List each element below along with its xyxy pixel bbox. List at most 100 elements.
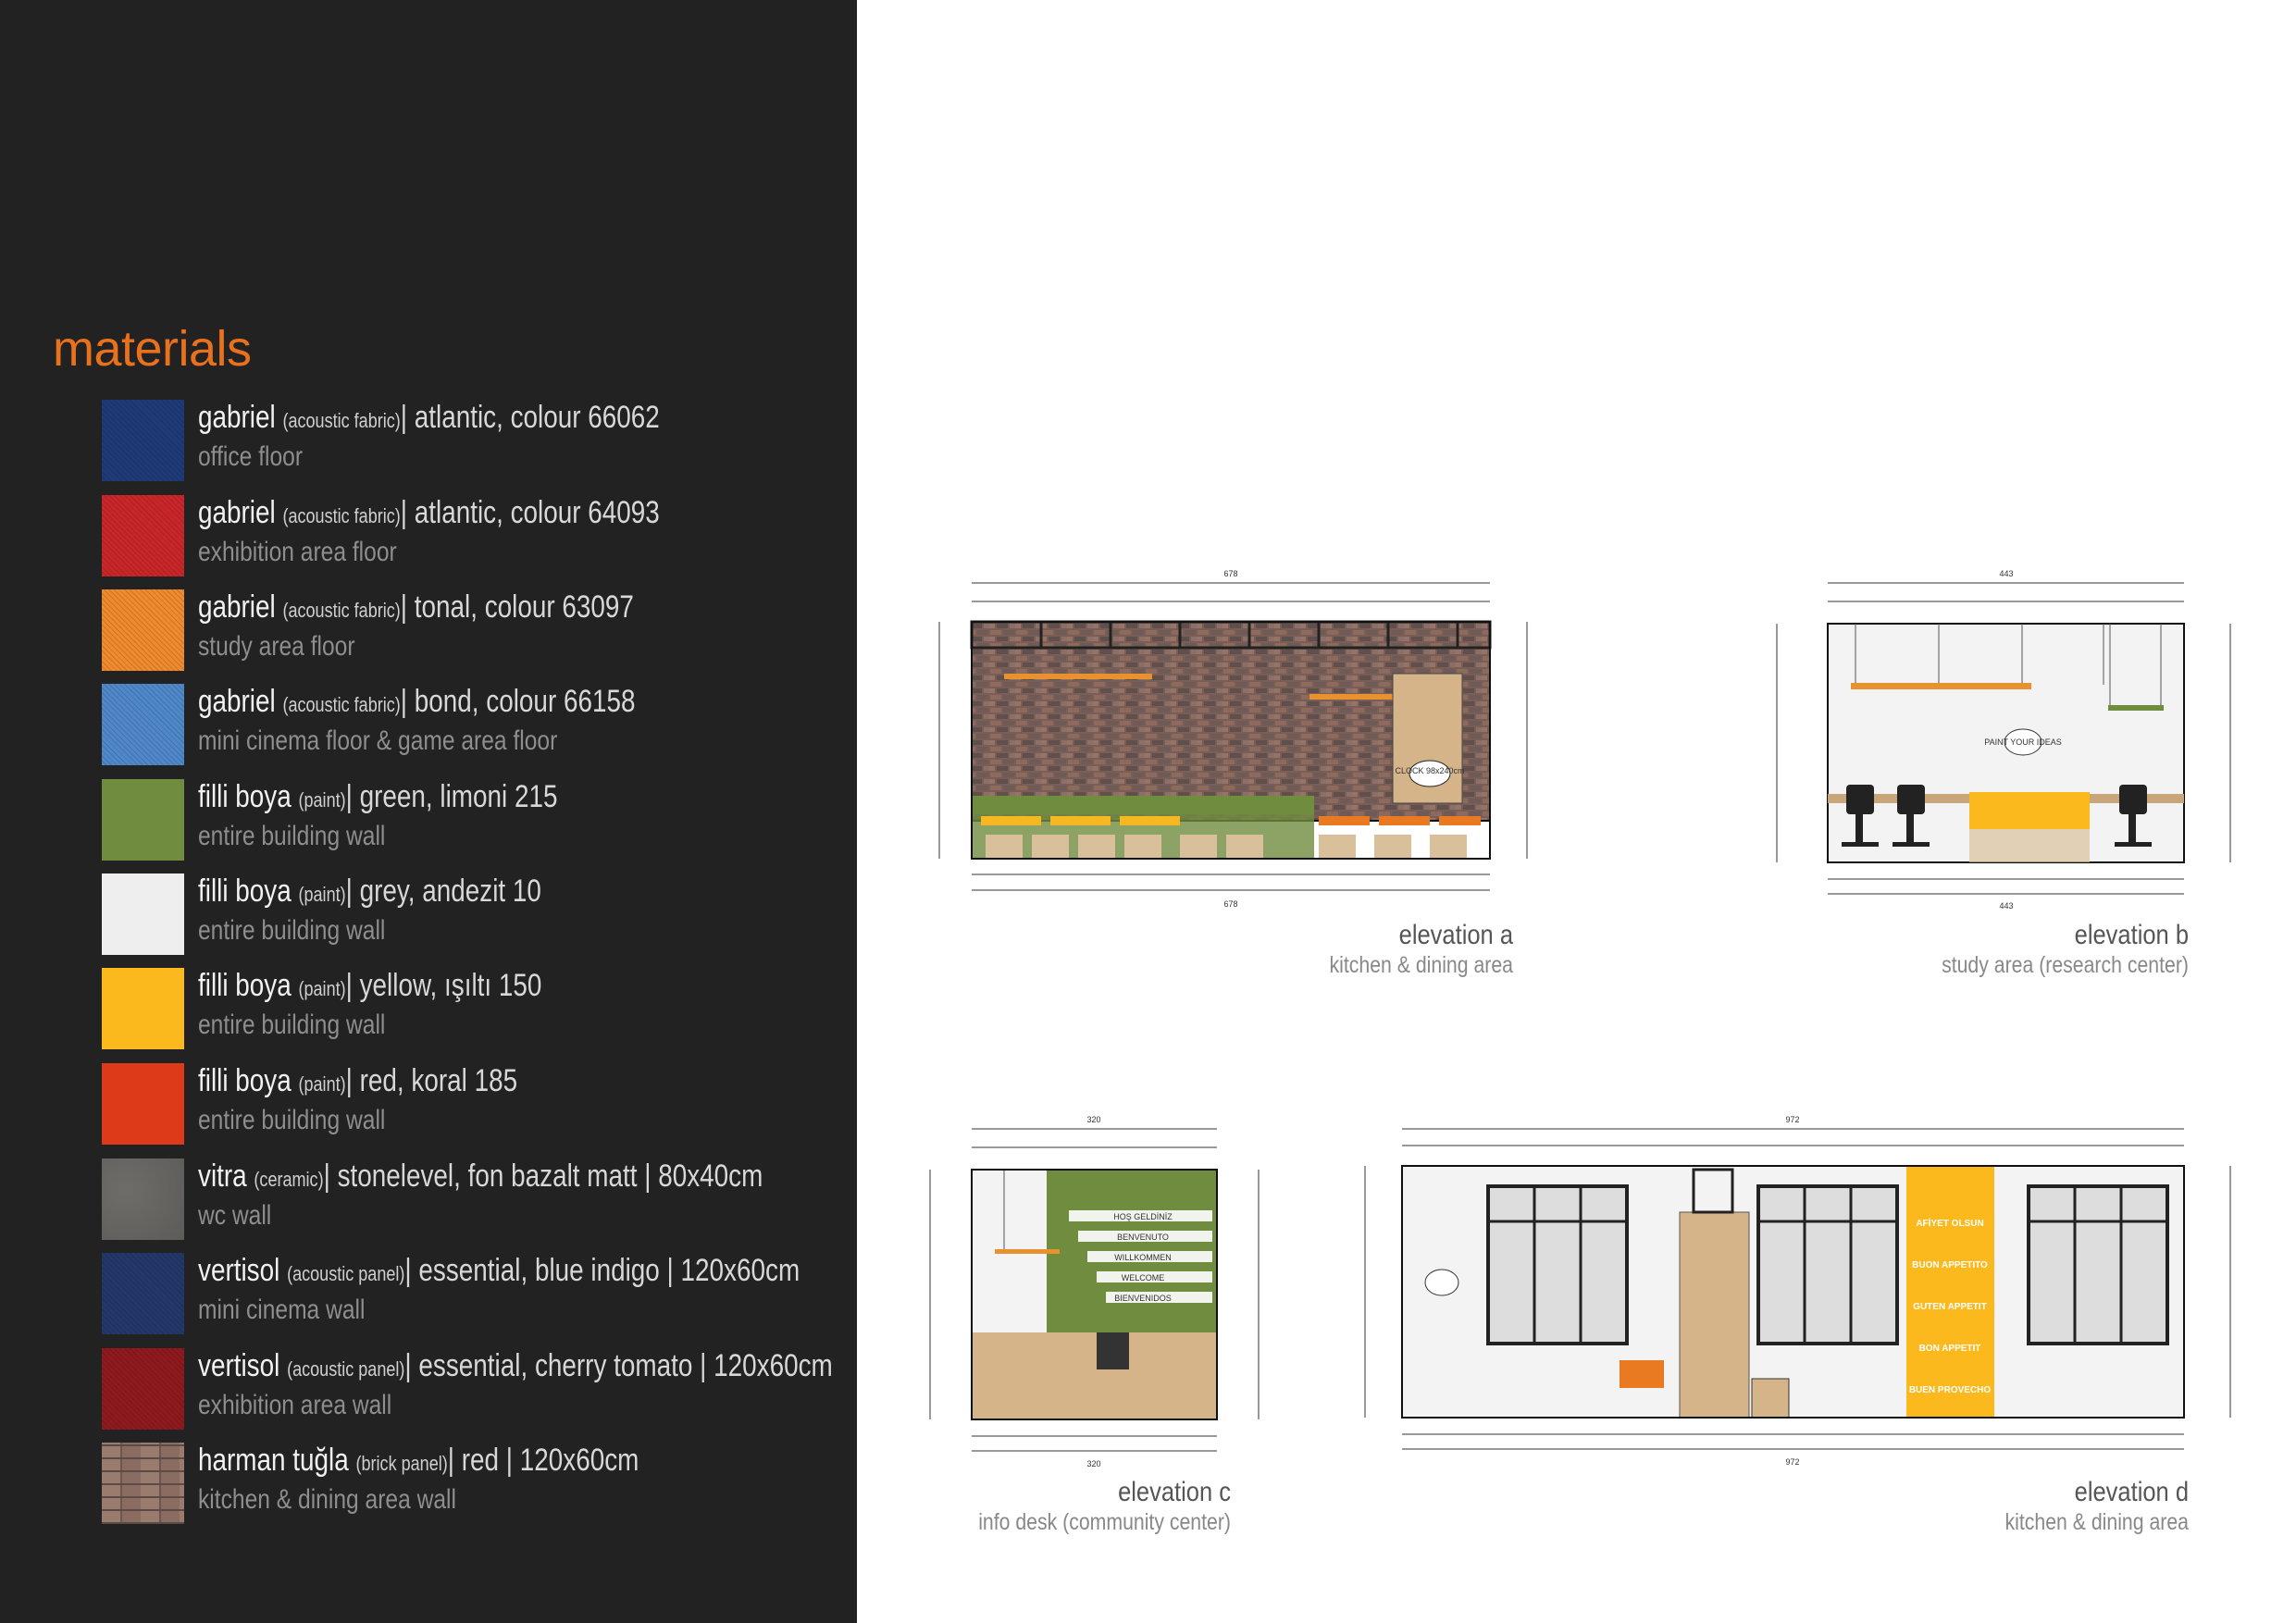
elevation-b-caption: elevation b study area (research center) xyxy=(1869,920,2189,979)
material-use: mini cinema wall xyxy=(198,1295,366,1325)
material-use: entire building wall xyxy=(198,915,386,946)
material-swatch xyxy=(102,1443,184,1524)
elevation-a-total: 678 xyxy=(1223,569,1237,578)
material-item: gabriel (acoustic fabric)| bond, colour … xyxy=(102,682,842,767)
material-name: gabriel xyxy=(198,684,276,719)
greeting-stripe xyxy=(1097,1271,1212,1282)
banner-text: BUON APPETITO xyxy=(1912,1260,1988,1270)
elevation-a-drawing: CLOCK 98x240cm 678 678 xyxy=(912,564,1559,916)
material-text: gabriel (acoustic fabric)| atlantic, col… xyxy=(198,398,761,474)
material-text: gabriel (acoustic fabric)| tonal, colour… xyxy=(198,588,729,663)
elevation-c-total: 320 xyxy=(1086,1115,1100,1124)
elevation-b-total: 443 xyxy=(1999,569,2013,578)
material-text: filli boya (paint)| grey, andezit 10 ent… xyxy=(198,872,616,948)
material-type: (brick panel) xyxy=(355,1452,448,1475)
material-use: exhibition area wall xyxy=(198,1390,392,1420)
material-detail: | red, koral 185 xyxy=(345,1063,518,1098)
greeting-text: BIENVENIDOS xyxy=(1114,1294,1172,1303)
banner-text: BUEN PROVECHO xyxy=(1909,1385,1992,1395)
material-detail: | atlantic, colour 66062 xyxy=(400,400,660,435)
material-item: filli boya (paint)| green, limoni 215 en… xyxy=(102,777,842,862)
material-item: filli boya (paint)| yellow, ışıltı 150 e… xyxy=(102,966,842,1051)
material-item: vertisol (acoustic panel)| essential, ch… xyxy=(102,1346,842,1431)
material-swatch xyxy=(102,1063,184,1145)
material-type: (acoustic fabric) xyxy=(282,599,401,622)
elevation-c-caption: elevation c info desk (community center) xyxy=(925,1477,1231,1536)
elevation-d-subtitle: kitchen & dining area xyxy=(2004,1509,2189,1535)
material-swatch xyxy=(102,1253,184,1334)
material-item: gabriel (acoustic fabric)| atlantic, col… xyxy=(102,493,842,578)
material-item: filli boya (paint)| red, koral 185 entir… xyxy=(102,1061,842,1146)
material-detail: | bond, colour 66158 xyxy=(400,684,636,719)
greeting-stripe xyxy=(1069,1210,1212,1221)
material-type: (acoustic panel) xyxy=(287,1357,405,1381)
greeting-text: WILLKOMMEN xyxy=(1114,1253,1172,1262)
material-item: gabriel (acoustic fabric)| tonal, colour… xyxy=(102,588,842,673)
material-type: (acoustic fabric) xyxy=(282,504,401,527)
material-swatch xyxy=(102,495,184,576)
material-name: filli boya xyxy=(198,1063,292,1098)
material-use: wc wall xyxy=(198,1200,272,1231)
elevation-b-drawing: PAINT YOUR IDEAS 443 443 xyxy=(1758,564,2258,916)
banner-text: AFİYET OLSUN xyxy=(1916,1217,1983,1229)
material-name: gabriel xyxy=(198,400,276,435)
greeting-stripe xyxy=(1087,1251,1212,1262)
material-name: filli boya xyxy=(198,779,292,814)
material-text: gabriel (acoustic fabric)| bond, colour … xyxy=(198,682,731,758)
material-detail: | yellow, ışıltı 150 xyxy=(345,968,542,1003)
material-use: entire building wall xyxy=(198,1105,386,1135)
paint-sign: PAINT YOUR IDEAS xyxy=(1984,737,2062,747)
elevation-c-total-bottom: 320 xyxy=(1086,1459,1100,1468)
material-swatch xyxy=(102,1348,184,1430)
greeting-stripe xyxy=(1106,1292,1212,1303)
greeting-text: WELCOME xyxy=(1122,1273,1165,1282)
clock-label: CLOCK 98x240cm xyxy=(1395,766,1464,775)
material-text: vertisol (acoustic panel)| essential, ch… xyxy=(198,1346,972,1422)
material-detail: | green, limoni 215 xyxy=(345,779,558,814)
material-swatch xyxy=(102,1158,184,1240)
elevation-a-caption: elevation a kitchen & dining area xyxy=(1203,920,1513,979)
material-text: harman tuğla (brick panel)| red | 120x60… xyxy=(198,1441,736,1517)
elevation-b-title: elevation b xyxy=(2074,920,2189,950)
material-swatch xyxy=(102,589,184,671)
material-use: entire building wall xyxy=(198,1010,386,1040)
materials-title: materials xyxy=(53,321,252,377)
material-type: (paint) xyxy=(298,788,346,812)
material-item: vitra (ceramic)| stonelevel, fon bazalt … xyxy=(102,1157,842,1242)
material-item: harman tuğla (brick panel)| red | 120x60… xyxy=(102,1441,842,1526)
material-detail: | essential, cherry tomato | 120x60cm xyxy=(404,1348,833,1383)
material-detail: | essential, blue indigo | 120x60cm xyxy=(404,1253,800,1288)
material-swatch xyxy=(102,873,184,955)
material-name: vertisol xyxy=(198,1253,280,1288)
material-detail: | grey, andezit 10 xyxy=(345,873,541,909)
greeting-text: HOŞ GELDİNİZ xyxy=(1113,1212,1173,1221)
elevation-c-subtitle: info desk (community center) xyxy=(978,1509,1231,1535)
material-text: gabriel (acoustic fabric)| atlantic, col… xyxy=(198,493,761,569)
material-text: vitra (ceramic)| stonelevel, fon bazalt … xyxy=(198,1157,887,1233)
material-name: filli boya xyxy=(198,968,292,1003)
material-item: vertisol (acoustic panel)| essential, bl… xyxy=(102,1251,842,1336)
material-name: gabriel xyxy=(198,495,276,530)
material-swatch xyxy=(102,779,184,861)
material-detail: | red | 120x60cm xyxy=(447,1443,639,1478)
material-type: (ceramic) xyxy=(254,1168,324,1191)
material-item: filli boya (paint)| grey, andezit 10 ent… xyxy=(102,872,842,957)
material-type: (paint) xyxy=(298,883,346,906)
material-type: (acoustic fabric) xyxy=(282,409,401,432)
material-name: harman tuğla xyxy=(198,1443,349,1478)
material-swatch xyxy=(102,400,184,481)
material-type: (acoustic panel) xyxy=(287,1262,405,1285)
materials-panel: materials gabriel (acoustic fabric)| atl… xyxy=(0,0,857,1623)
material-use: kitchen & dining area wall xyxy=(198,1484,456,1515)
material-text: vertisol (acoustic panel)| essential, bl… xyxy=(198,1251,932,1327)
material-type: (acoustic fabric) xyxy=(282,693,401,716)
elevation-b-total-bottom: 443 xyxy=(1999,901,2013,911)
material-name: vitra xyxy=(198,1158,247,1194)
elevation-c-title: elevation c xyxy=(1118,1477,1231,1507)
elevation-a-title: elevation a xyxy=(1398,920,1513,950)
elevation-a-subtitle: kitchen & dining area xyxy=(1329,952,1513,978)
material-text: filli boya (paint)| red, koral 185 entir… xyxy=(198,1061,588,1137)
material-use: office floor xyxy=(198,441,304,472)
material-use: study area floor xyxy=(198,631,355,662)
material-use: entire building wall xyxy=(198,821,386,851)
